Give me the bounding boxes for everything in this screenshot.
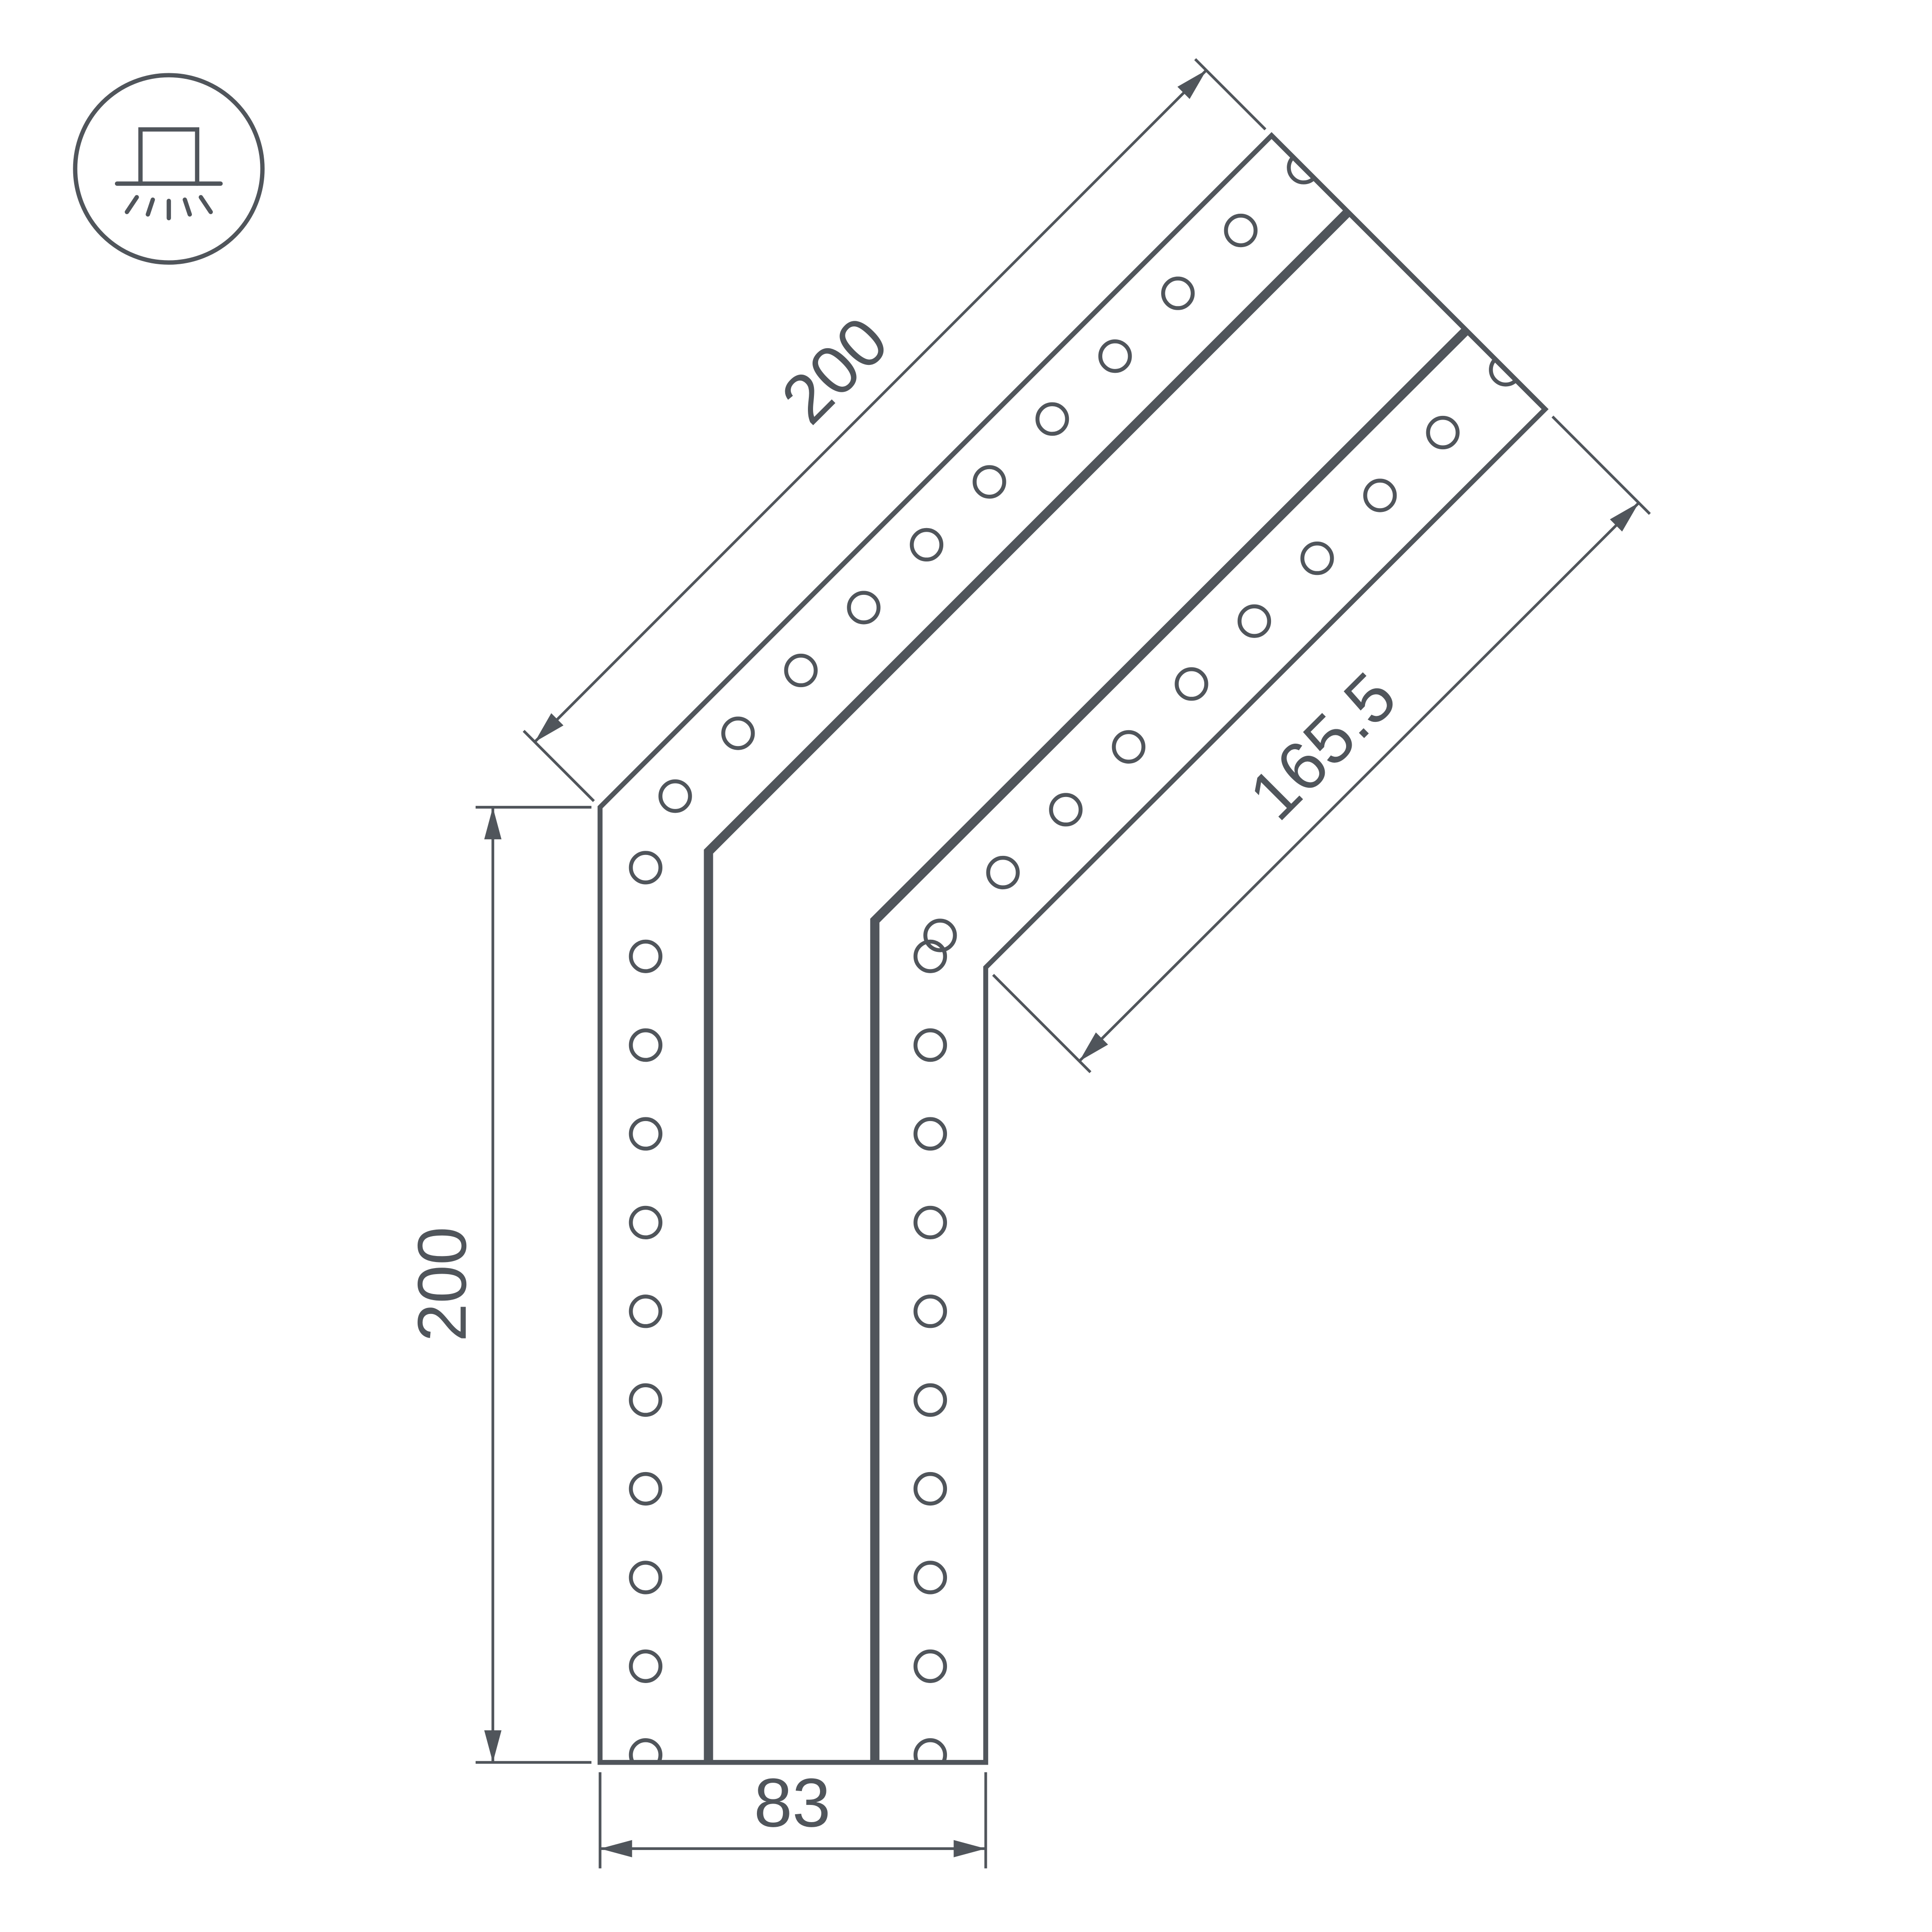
led-profile-corner-shape: [597, 132, 1549, 1765]
mounting-hole: [1237, 604, 1271, 638]
mounting-hole: [784, 653, 818, 688]
mounting-hole: [1224, 213, 1258, 248]
mounting-hole: [913, 1117, 947, 1151]
mounting-hole: [913, 1472, 947, 1506]
dimension-vertical-200: 200: [403, 806, 591, 1764]
surface-mount-light-icon: [73, 73, 265, 265]
mounting-hole: [923, 918, 957, 952]
mounting-hole: [909, 528, 944, 562]
mounting-hole: [721, 716, 755, 750]
dimension-arrow: [484, 807, 502, 840]
mounting-hole: [913, 1649, 947, 1683]
extension-line: [992, 974, 1092, 1073]
mounting-hole: [913, 1028, 947, 1062]
icon-light-rays: [125, 195, 213, 221]
mounting-hole: [986, 855, 1020, 890]
mounting-hole: [1363, 478, 1397, 512]
mounting-hole: [629, 1028, 663, 1062]
profile-divider-right: [870, 327, 1470, 1763]
extension-line: [1551, 415, 1651, 515]
dimension-arrow: [484, 1730, 502, 1763]
mounting-hole: [629, 1649, 663, 1683]
mounting-hole: [1426, 415, 1460, 450]
mounting-hole: [629, 1117, 663, 1151]
dimension-inner-165-5: 165.5: [992, 415, 1651, 1073]
dimension-arrow: [953, 1840, 986, 1857]
mounting-hole: [913, 1738, 947, 1763]
mounting-hole: [629, 1294, 663, 1328]
icon-circle: [73, 73, 265, 265]
dimension-label: 200: [403, 1227, 481, 1342]
dimension-arrow: [1079, 1032, 1108, 1061]
mounting-hole: [913, 939, 947, 973]
mounting-hole: [1049, 793, 1083, 827]
mounting-hole: [847, 591, 881, 625]
mounting-hole: [629, 1205, 663, 1240]
mounting-hole: [629, 1738, 663, 1763]
dimension-arrow: [534, 713, 564, 742]
mounting-hole: [1098, 339, 1132, 373]
dimension-arrow: [600, 1840, 632, 1857]
mounting-hole: [913, 1294, 947, 1328]
mounting-hole: [629, 851, 663, 885]
mounting-hole: [913, 1205, 947, 1240]
extension-line: [1194, 58, 1266, 131]
mounting-hole: [629, 939, 663, 973]
mounting-hole: [1300, 541, 1334, 575]
icon-lamp-housing: [138, 127, 199, 186]
mounting-hole: [913, 1561, 947, 1594]
mounting-hole: [629, 1383, 663, 1417]
profile-outline: [597, 132, 1549, 1765]
mounting-hole: [629, 1561, 663, 1594]
mounting-hole: [972, 465, 1006, 499]
profile-divider-left: [704, 209, 1352, 1763]
dimension-outer-200: 200: [522, 58, 1266, 802]
dimension-width-83: 83: [598, 1764, 987, 1868]
mounting-hole: [658, 779, 692, 813]
dimension-line: [1078, 502, 1640, 1062]
mounting-holes: [629, 151, 1523, 1763]
mounting-hole: [1175, 667, 1208, 701]
mounting-hole: [1035, 402, 1069, 436]
mounting-hole: [1161, 276, 1195, 310]
mounting-hole: [913, 1383, 947, 1417]
dimension-line: [534, 69, 1208, 743]
dimension-label: 83: [754, 1764, 831, 1841]
dimension-label: 200: [767, 302, 903, 438]
mounting-hole: [629, 1472, 663, 1506]
dimension-label: 165.5: [1234, 657, 1411, 834]
mounting-hole: [1112, 730, 1146, 764]
dimension-arrow: [1610, 503, 1639, 532]
dimension-arrow: [1177, 70, 1207, 99]
